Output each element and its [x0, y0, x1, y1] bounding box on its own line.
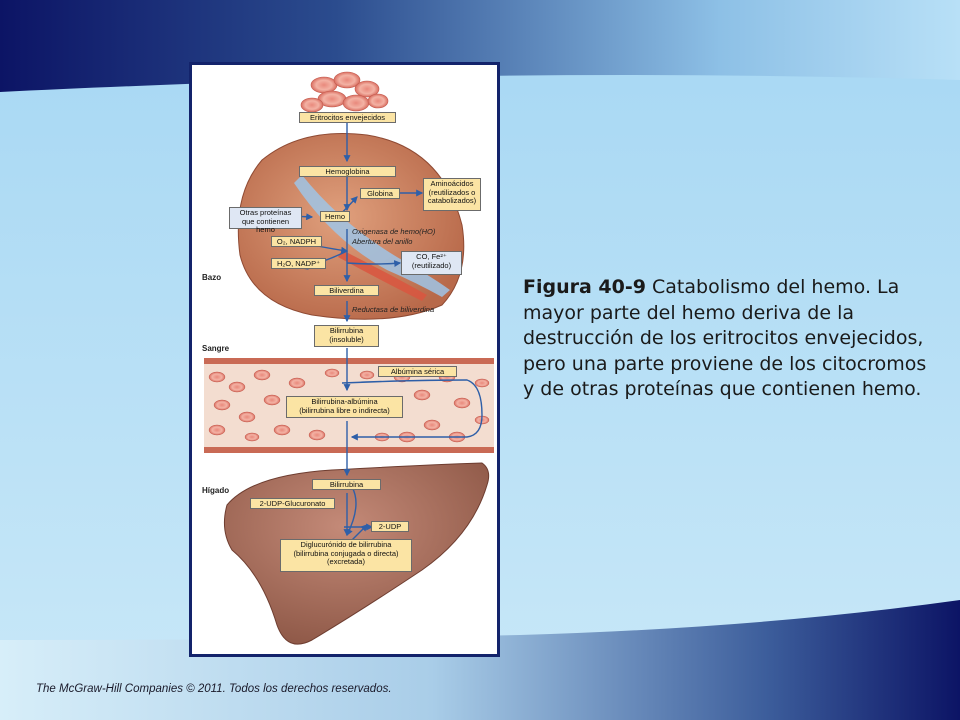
- label-biliverdin: Biliverdina: [314, 285, 379, 296]
- figure-caption: Figura 40-9 Catabolismo del hemo. La may…: [523, 275, 943, 403]
- copyright-footer: The McGraw-Hill Companies © 2011. Todos …: [36, 683, 392, 695]
- organ-label-spleen: Bazo: [202, 273, 222, 282]
- label-other-heme-proteins: Otras proteínas que contienen hemo: [229, 207, 302, 234]
- label-h2o-nadp: H₂O, NADP⁺: [271, 258, 326, 269]
- note-ring-opening: Abertura del anillo: [352, 237, 413, 246]
- label-co-fe: CO, Fe²⁺ (reutilizado): [401, 251, 462, 275]
- organ-label-blood: Sangre: [202, 344, 230, 353]
- label-bilirubin-albumin: Bilirrubina-albúmina (bilirrubina libre …: [286, 396, 403, 418]
- label-amino-acids: Aminoácidos (reutilizados o catabolizado…: [423, 178, 481, 211]
- organ-label-liver: Hígado: [202, 486, 230, 495]
- label-serum-albumin: Albúmina sérica: [378, 366, 457, 377]
- note-heme-oxygenase: Oxigenasa de hemo(HO): [352, 227, 436, 236]
- label-aged-erythrocytes: Eritrocitos envejecidos: [299, 112, 396, 123]
- caption-figure-number: Figura 40-9: [523, 276, 646, 298]
- label-hemoglobin: Hemoglobina: [299, 166, 396, 177]
- erythrocyte-cluster: [300, 71, 389, 113]
- label-liver-bilirubin: Bilirrubina: [312, 479, 381, 490]
- label-insoluble-bilirubin: Bilirrubina (insoluble): [314, 325, 379, 347]
- label-bilirubin-diglucuronide: Diglucurónido de bilirrubina (bilirrubin…: [280, 539, 412, 572]
- label-o2-nadph: O₂, NADPH: [271, 236, 322, 247]
- label-2-udp: 2-UDP: [371, 521, 409, 532]
- heme-catabolism-figure: Eritrocitos envejecidos Hemoglobina Glob…: [189, 62, 500, 657]
- label-globin: Globina: [360, 188, 400, 199]
- note-biliverdin-reductase: Reductasa de biliverdina: [352, 305, 435, 314]
- label-heme: Hemo: [320, 211, 350, 222]
- label-udp-glucuronate: 2-UDP-Glucuronato: [250, 498, 335, 509]
- caption-text: Catabolismo del hemo. La mayor parte del…: [523, 276, 927, 400]
